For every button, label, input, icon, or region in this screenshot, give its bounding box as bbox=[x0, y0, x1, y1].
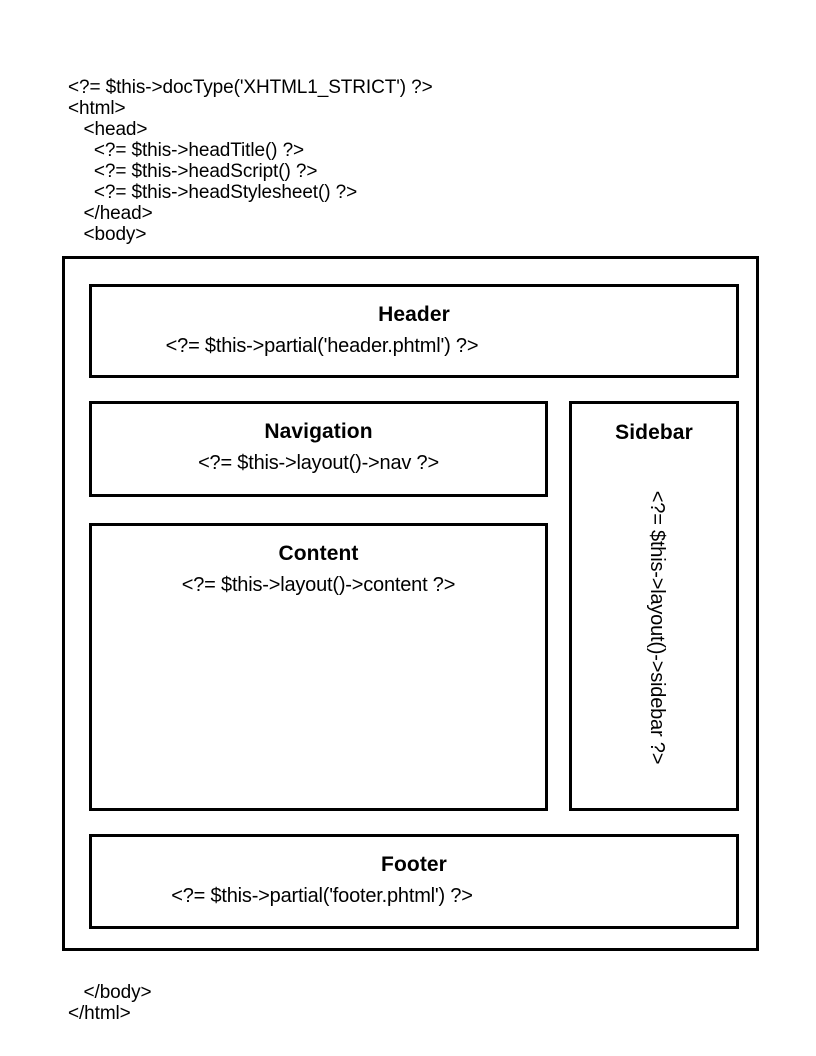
region-footer-code: <?= $this->partial('footer.phtml') ?> bbox=[171, 885, 473, 907]
region-sidebar-code-wrapper: <?= $this->layout()->sidebar ?> bbox=[572, 452, 742, 802]
region-sidebar-title: Sidebar bbox=[615, 421, 693, 444]
region-header-title: Header bbox=[378, 303, 450, 326]
scaffold-code-bottom: </body> </html> bbox=[68, 982, 152, 1024]
region-sidebar-code: <?= $this->layout()->sidebar ?> bbox=[646, 490, 669, 764]
region-content-title: Content bbox=[278, 542, 359, 565]
region-navigation-title: Navigation bbox=[264, 420, 373, 443]
region-sidebar: Sidebar <?= $this->layout()->sidebar ?> bbox=[569, 401, 739, 811]
region-footer: Footer <?= $this->partial('footer.phtml'… bbox=[89, 834, 739, 929]
region-navigation-code: <?= $this->layout()->nav ?> bbox=[198, 452, 439, 474]
layout-diagram-frame: Header <?= $this->partial('header.phtml'… bbox=[62, 256, 759, 951]
scaffold-code-top: <?= $this->docType('XHTML1_STRICT') ?> <… bbox=[68, 77, 433, 245]
region-content-code: <?= $this->layout()->content ?> bbox=[181, 574, 456, 596]
region-content: Content <?= $this->layout()->content ?> bbox=[89, 523, 548, 811]
region-header: Header <?= $this->partial('header.phtml'… bbox=[89, 284, 739, 378]
region-header-code: <?= $this->partial('header.phtml') ?> bbox=[165, 335, 479, 357]
region-footer-title: Footer bbox=[381, 853, 447, 876]
region-navigation: Navigation <?= $this->layout()->nav ?> bbox=[89, 401, 548, 497]
